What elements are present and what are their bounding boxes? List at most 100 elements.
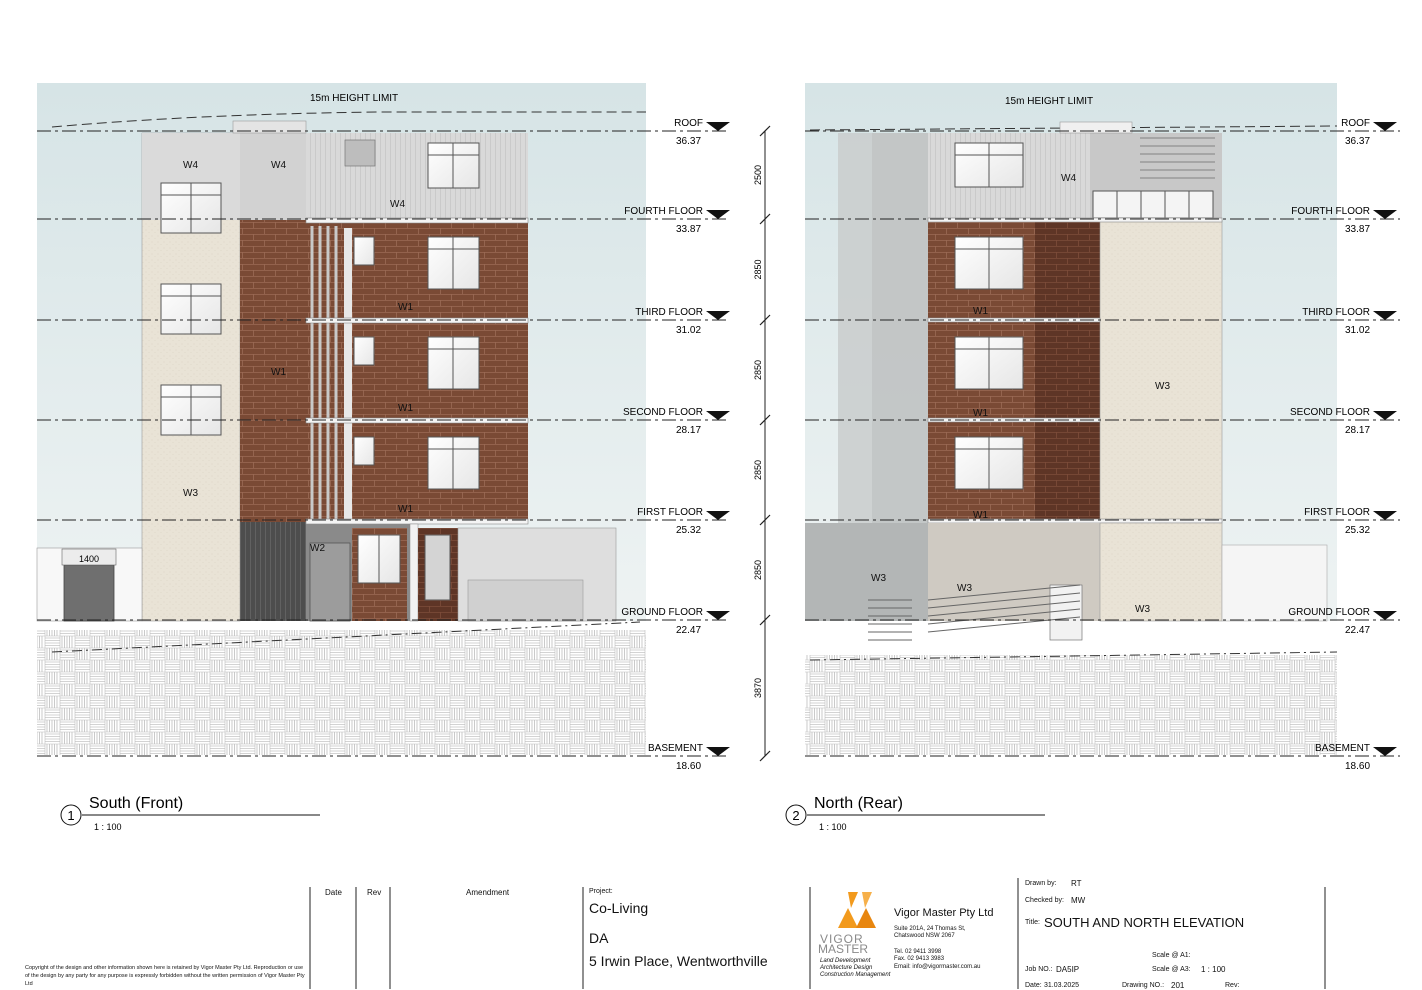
tag-w4: W4	[271, 160, 286, 171]
level-rl: 33.87	[676, 224, 701, 235]
company-tel: Tel. 02 9411 3998	[894, 949, 942, 955]
dimension-value: 2850	[753, 460, 763, 480]
rev-label: Rev:	[1225, 982, 1240, 989]
level-rl: 25.32	[676, 525, 701, 536]
level-rl: 18.60	[676, 761, 701, 772]
level-marker	[1373, 511, 1397, 520]
level-marker	[706, 747, 730, 756]
dimension-tick	[759, 125, 771, 137]
level-rl: 36.37	[676, 136, 701, 147]
level-name: THIRD FLOOR	[635, 307, 703, 318]
dimension-tick	[759, 614, 771, 626]
title-block-grid	[309, 878, 1326, 989]
level-rl: 22.47	[1345, 625, 1370, 636]
col-rev: Rev	[367, 888, 382, 897]
dimension-tick	[759, 414, 771, 426]
level-marker	[1373, 210, 1397, 219]
height-limit-label: 15m HEIGHT LIMIT	[1005, 96, 1093, 107]
logo-tagline: Architecture Design	[820, 965, 873, 971]
level-marker	[706, 611, 730, 620]
logo-tagline: Land Development	[820, 958, 871, 964]
logo-shape	[838, 908, 858, 928]
dimension-tick	[759, 514, 771, 526]
scale-a1-label: Scale @ A1:	[1152, 952, 1191, 959]
tag-w1: W1	[973, 510, 988, 521]
north-elevation: 15m HEIGHT LIMIT	[805, 83, 1338, 755]
view-number-circle	[785, 804, 807, 826]
level-rl: 28.17	[1345, 425, 1370, 436]
level-name: GROUND FLOOR	[1288, 607, 1370, 618]
copyright-note: Copyright of the design and other inform…	[25, 965, 305, 987]
company-name: Vigor Master Pty Ltd	[894, 907, 994, 919]
view-titles: 1 South (Front) 1 : 100 2 North (Rear) 1…	[60, 795, 1045, 832]
job-no: DA5IP	[1056, 965, 1080, 974]
tag-w1: W1	[398, 302, 413, 313]
company-fax: Fax. 02 9413 3983	[894, 956, 945, 962]
tag-w2: W2	[310, 543, 325, 554]
view-title: South (Front)	[89, 795, 183, 812]
level-marker	[1373, 747, 1397, 756]
project-label: Project:	[589, 888, 613, 895]
view-number: 1	[67, 808, 74, 823]
tag-w3: W3	[1155, 381, 1170, 392]
level-marker	[1373, 122, 1397, 131]
company-email: Email: info@vigormaster.com.au	[894, 964, 981, 970]
level-name: BASEMENT	[648, 743, 703, 754]
drawn-by: RT	[1071, 879, 1082, 888]
logo-word: MASTER	[818, 942, 869, 956]
elevation-drawing: 15m HEIGHT LIMIT	[36, 83, 1400, 832]
scale-a3-label: Scale @ A3:	[1152, 966, 1191, 973]
title-block: Copyright of the design and other inform…	[0, 870, 1422, 990]
tag-w3: W3	[871, 573, 886, 584]
basement-ground-hatch	[37, 630, 646, 755]
project-stage: DA	[589, 930, 609, 946]
dimension-tick	[759, 213, 771, 225]
level-name: FIRST FLOOR	[1304, 507, 1370, 518]
height-limit-line	[51, 111, 646, 128]
company-address: Suite 201A, 24 Thomas St,	[894, 926, 966, 932]
level-marker	[706, 311, 730, 320]
view-number-circle	[60, 804, 82, 826]
level-marker	[1373, 411, 1397, 420]
level-rl: 31.02	[676, 325, 701, 336]
level-rl: 22.47	[676, 625, 701, 636]
tag-w4: W4	[390, 199, 405, 210]
view-title: North (Rear)	[814, 795, 903, 812]
tag-w4: W4	[183, 160, 198, 171]
view-scale: 1 : 100	[94, 822, 122, 832]
level-name: GROUND FLOOR	[621, 607, 703, 618]
dimension-value: 3870	[753, 678, 763, 698]
level-rl: 36.37	[1345, 136, 1370, 147]
view-number: 2	[792, 808, 799, 823]
company-address: Chatswood NSW 2067	[894, 933, 955, 939]
south-elevation: 15m HEIGHT LIMIT	[36, 83, 646, 755]
title-label: Title:	[1025, 919, 1040, 926]
tag-w3: W3	[183, 488, 198, 499]
tag-w1: W1	[973, 306, 988, 317]
dimension-tick	[759, 314, 771, 326]
level-name: BASEMENT	[1315, 743, 1370, 754]
col-date: Date	[325, 888, 342, 897]
level-marker	[1373, 311, 1397, 320]
level-rl: 33.87	[1345, 224, 1370, 235]
level-name: FOURTH FLOOR	[624, 206, 703, 217]
tag-w1: W1	[271, 367, 286, 378]
logo-tagline: Construction Management	[820, 972, 891, 978]
level-name: FOURTH FLOOR	[1291, 206, 1370, 217]
tag-w1: W1	[973, 408, 988, 419]
col-amendment: Amendment	[466, 888, 510, 897]
level-name: THIRD FLOOR	[1302, 307, 1370, 318]
project-address: 5 Irwin Place, Wentworthville	[589, 953, 768, 969]
level-name: SECOND FLOOR	[623, 407, 703, 418]
logo-shape	[862, 892, 872, 908]
level-marker	[706, 411, 730, 420]
level-marker	[706, 511, 730, 520]
drawing-no: 201	[1171, 981, 1185, 990]
view-scale: 1 : 100	[819, 822, 847, 832]
tag-w1: W1	[398, 403, 413, 414]
dimension-value: 2850	[753, 259, 763, 279]
level-rl: 18.60	[1345, 761, 1370, 772]
tag-w3: W3	[1135, 604, 1150, 615]
